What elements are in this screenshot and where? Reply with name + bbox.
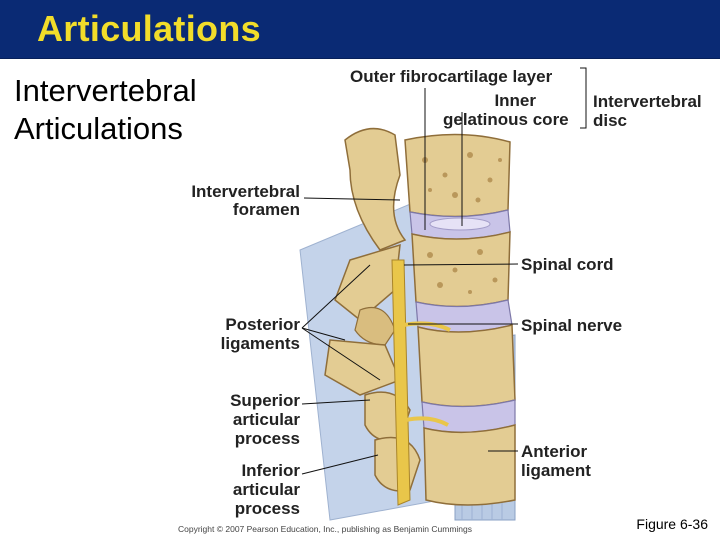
- spinal-cord: [391, 259, 411, 506]
- label-inner-core-line2: gelatinous core: [443, 110, 569, 129]
- gelatinous-core: [429, 217, 491, 231]
- upper-vertebral-body: [404, 133, 511, 218]
- copyright-text: Copyright © 2007 Pearson Education, Inc.…: [178, 524, 473, 534]
- label-inferior-line3: process: [234, 499, 300, 518]
- label-inferior-line2: articular: [232, 480, 300, 499]
- label-disc-line1: Intervertebral: [593, 92, 702, 111]
- label-anterior-line2: ligament: [521, 461, 591, 480]
- label-foramen-line1: Intervertebral: [191, 182, 300, 201]
- figure-number: Figure 6-36: [636, 516, 708, 532]
- label-superior-line2: articular: [232, 410, 300, 429]
- lower-vertebral-body: [417, 324, 516, 408]
- bottom-vertebral-body: [423, 424, 516, 506]
- posterior-process-3: [324, 339, 401, 396]
- posterior-process-1: [334, 243, 401, 321]
- label-posterior-line2: ligaments: [220, 334, 300, 353]
- label-outer-fibrocartilage: Outer fibrocartilage layer: [350, 67, 553, 86]
- label-spinal-cord: Spinal cord: [521, 255, 614, 274]
- label-anterior-line1: Anterior: [521, 442, 588, 461]
- middle-vertebral-body: [411, 231, 511, 308]
- spinal-nerve-lower: [405, 416, 449, 427]
- label-disc-line2: disc: [593, 111, 628, 130]
- upper-articular-process: [344, 127, 407, 251]
- label-superior-line3: process: [234, 429, 300, 448]
- title-bar: Articulations: [0, 0, 720, 59]
- label-inferior-line1: Inferior: [241, 461, 300, 480]
- label-posterior-line1: Posterior: [225, 315, 300, 334]
- label-spinal-nerve: Spinal nerve: [521, 316, 623, 335]
- leader-lines: [301, 67, 587, 475]
- label-superior-line1: Superior: [230, 391, 300, 410]
- label-foramen-line2: foramen: [232, 200, 300, 219]
- label-inner-core-line1: Inner: [494, 91, 536, 110]
- slide-subtitle: Intervertebral Articulations: [14, 73, 197, 146]
- slide-title: Articulations: [37, 8, 261, 49]
